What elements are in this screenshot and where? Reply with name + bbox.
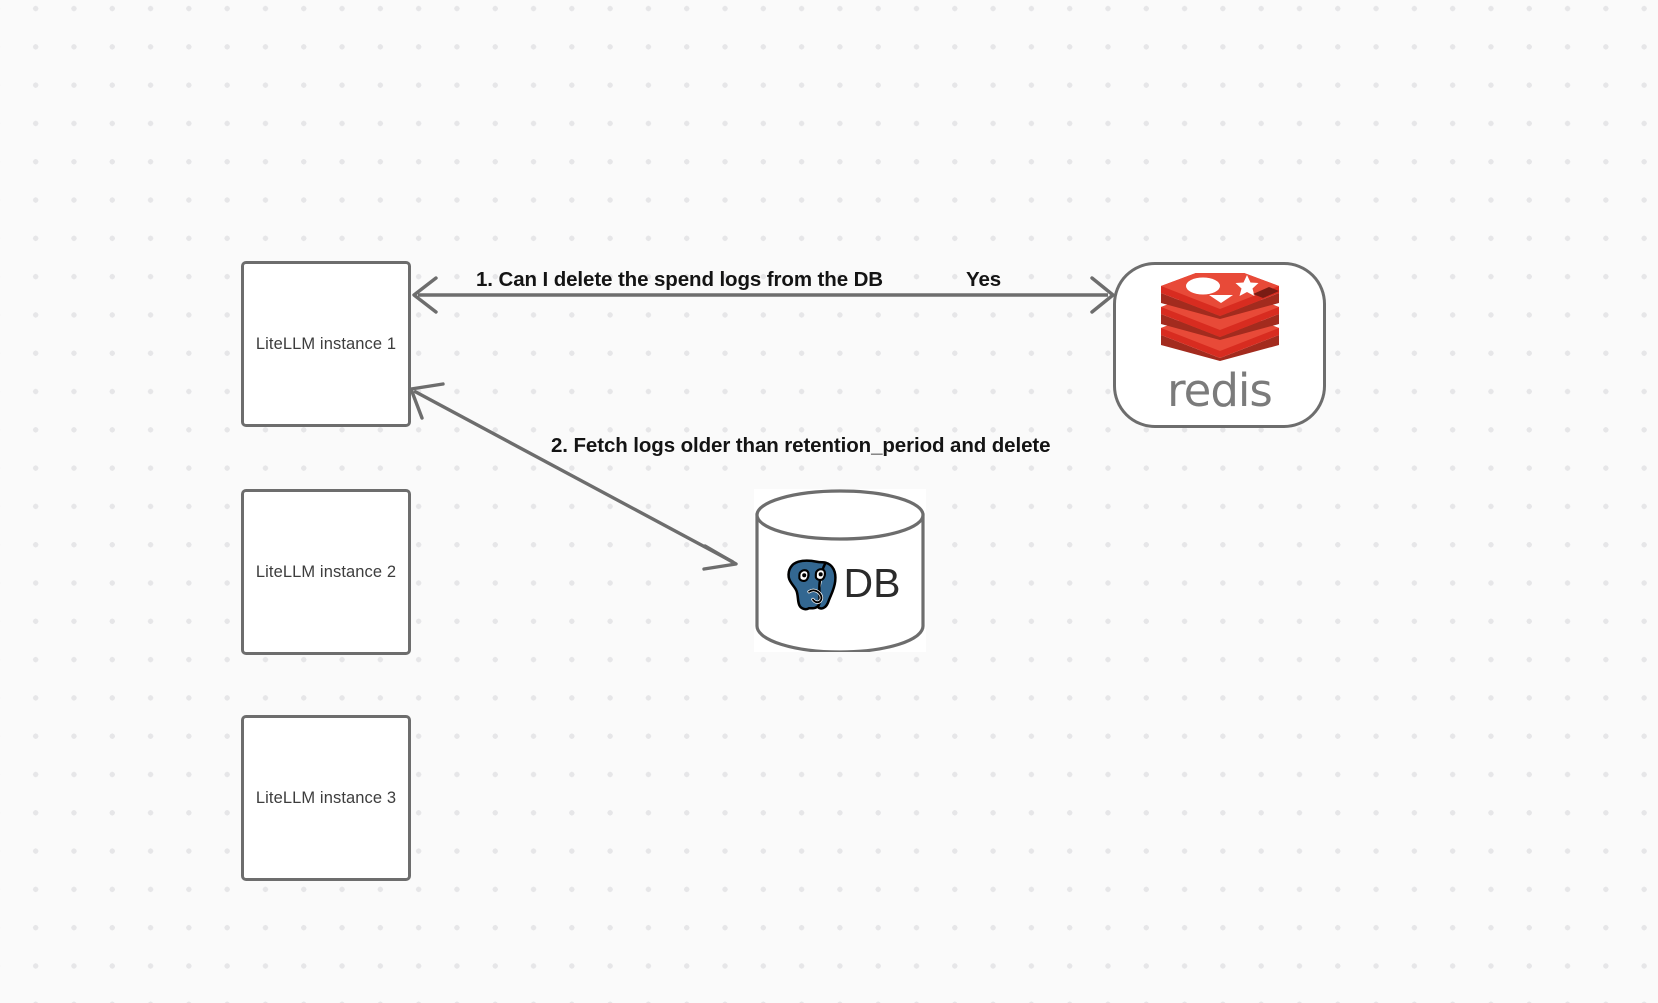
- node-litellm-instance-2[interactable]: LiteLLM instance 2: [241, 489, 411, 655]
- edge-label-1: 1. Can I delete the spend logs from the …: [476, 268, 884, 291]
- node-label: LiteLLM instance 1: [255, 334, 397, 353]
- redis-logo-wrap: redis: [1157, 264, 1283, 417]
- edge-label-1-answer: Yes: [966, 268, 1002, 291]
- node-label: LiteLLM instance 2: [255, 562, 397, 581]
- edge-label-2: 2. Fetch logs older than retention_perio…: [551, 434, 1051, 457]
- node-redis[interactable]: redis: [1113, 262, 1326, 428]
- cylinder-shape: [755, 489, 925, 652]
- redis-wordmark: redis: [1167, 364, 1273, 417]
- postgresql-elephant-icon: [780, 553, 842, 615]
- node-database[interactable]: DB: [754, 489, 926, 652]
- node-litellm-instance-3[interactable]: LiteLLM instance 3: [241, 715, 411, 881]
- node-litellm-instance-1[interactable]: LiteLLM instance 1: [241, 261, 411, 427]
- db-node-content: DB: [754, 489, 926, 652]
- db-label: DB: [843, 560, 901, 606]
- node-label: LiteLLM instance 3: [255, 788, 397, 807]
- redis-logo-icon: [1157, 264, 1283, 366]
